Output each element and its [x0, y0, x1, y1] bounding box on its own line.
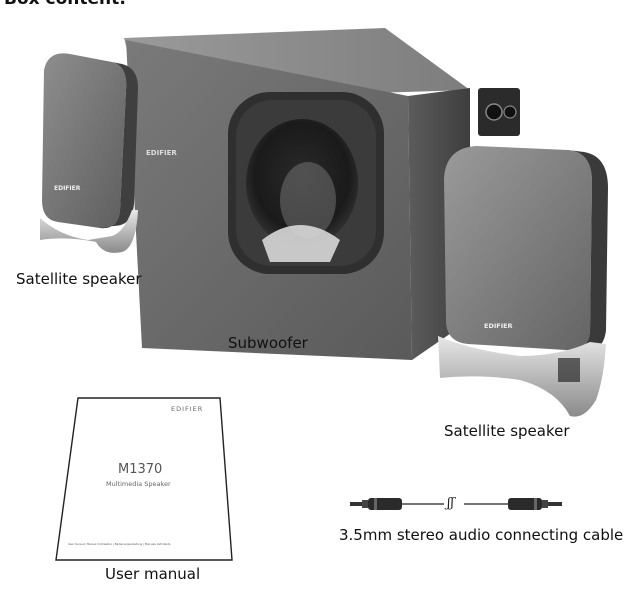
left-plug-body	[368, 498, 402, 510]
right-speaker-stand	[438, 336, 606, 417]
manual-cover	[55, 397, 233, 561]
manual-footer: User manual | Manuel d'utilisation | Bed…	[68, 543, 171, 546]
left-speaker-stand	[40, 210, 138, 253]
satellite-speaker-right: EDIFIER	[438, 146, 608, 417]
satellite-speaker-left: EDIFIER	[40, 53, 138, 253]
label-user-manual: User manual	[105, 565, 201, 583]
manual-model: M1370	[118, 462, 163, 477]
cable-break-mark: ʃʃ	[447, 496, 455, 511]
audio-cable	[350, 498, 562, 510]
product-illustration: EDIFIER EDIFIER EDIFIER	[40, 28, 608, 417]
right-plug-body	[508, 498, 542, 510]
subwoofer-logo: EDIFIER	[146, 149, 177, 157]
label-subwoofer: Subwoofer	[228, 334, 308, 352]
left-speaker-logo: EDIFIER	[54, 185, 81, 192]
left-plug-tip	[350, 502, 362, 506]
label-satellite-left: Satellite speaker	[16, 270, 142, 288]
right-speaker-grille	[444, 146, 592, 351]
page-heading: Box content:	[4, 0, 126, 9]
manual-brand: EDIFIER	[171, 405, 204, 413]
left-speaker-grille	[42, 53, 127, 229]
label-satellite-right: Satellite speaker	[444, 422, 570, 440]
right-speaker-logo: EDIFIER	[484, 322, 513, 330]
bass-knob-icon	[503, 105, 517, 119]
label-cable: 3.5mm stereo audio connecting cable	[339, 526, 624, 544]
volume-knob-icon	[485, 103, 503, 121]
manual-subtitle: Multimedia Speaker	[106, 480, 171, 488]
right-plug-tip	[548, 502, 562, 506]
user-manual-booklet	[55, 397, 233, 561]
